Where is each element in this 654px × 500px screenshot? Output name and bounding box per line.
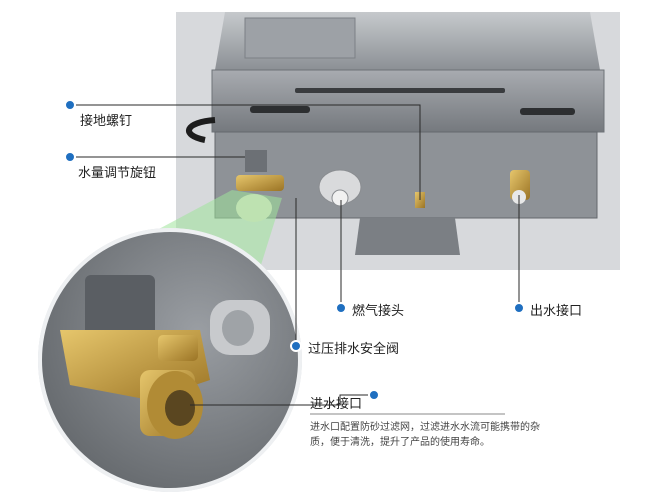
- heater-bottom-plate: [211, 69, 605, 133]
- label-water-inlet: 进水接口: [310, 397, 363, 412]
- leader-ground-screw: [70, 104, 421, 200]
- label-ground-screw: 接地螺钉: [80, 114, 133, 129]
- label-relief-valve: 过压排水安全阀: [308, 342, 400, 357]
- leader-water-inlet: [190, 394, 368, 406]
- label-flow-knob: 水量调节旋钮: [78, 166, 157, 181]
- zoom-knob-block: [85, 275, 155, 337]
- vent-slot-center: [295, 88, 505, 93]
- dot-relief-valve: [290, 340, 302, 352]
- inlet-valve-small: [236, 175, 284, 191]
- zoom-inlet-mouth: [165, 390, 195, 426]
- power-cable: [186, 117, 216, 143]
- dot-flow-knob: [64, 151, 76, 163]
- inlet-knob-small: [245, 150, 267, 172]
- inlet-filter-note: 进水口配置防砂过滤网，过滤进水水流可能携带的杂质，便于清洗，提升了产品的使用寿命…: [310, 422, 540, 448]
- dot-gas-inlet: [335, 302, 347, 314]
- label-water-outlet: 出水接口: [530, 304, 583, 319]
- gas-inlet-bore: [331, 189, 349, 207]
- zoom-handle-lever: [158, 335, 198, 361]
- vent-slot-right: [520, 108, 575, 115]
- mounting-bracket: [355, 218, 460, 255]
- dot-water-inlet: [368, 389, 380, 401]
- zoom-circle-border: [38, 228, 302, 492]
- zoom-right-fitting-bore: [222, 310, 254, 346]
- label-gas-inlet: 燃气接头: [352, 304, 405, 319]
- dot-water-outlet: [513, 302, 525, 314]
- heater-display-panel: [244, 17, 356, 59]
- dot-ground-screw: [64, 99, 76, 111]
- vent-slot-left: [250, 106, 310, 113]
